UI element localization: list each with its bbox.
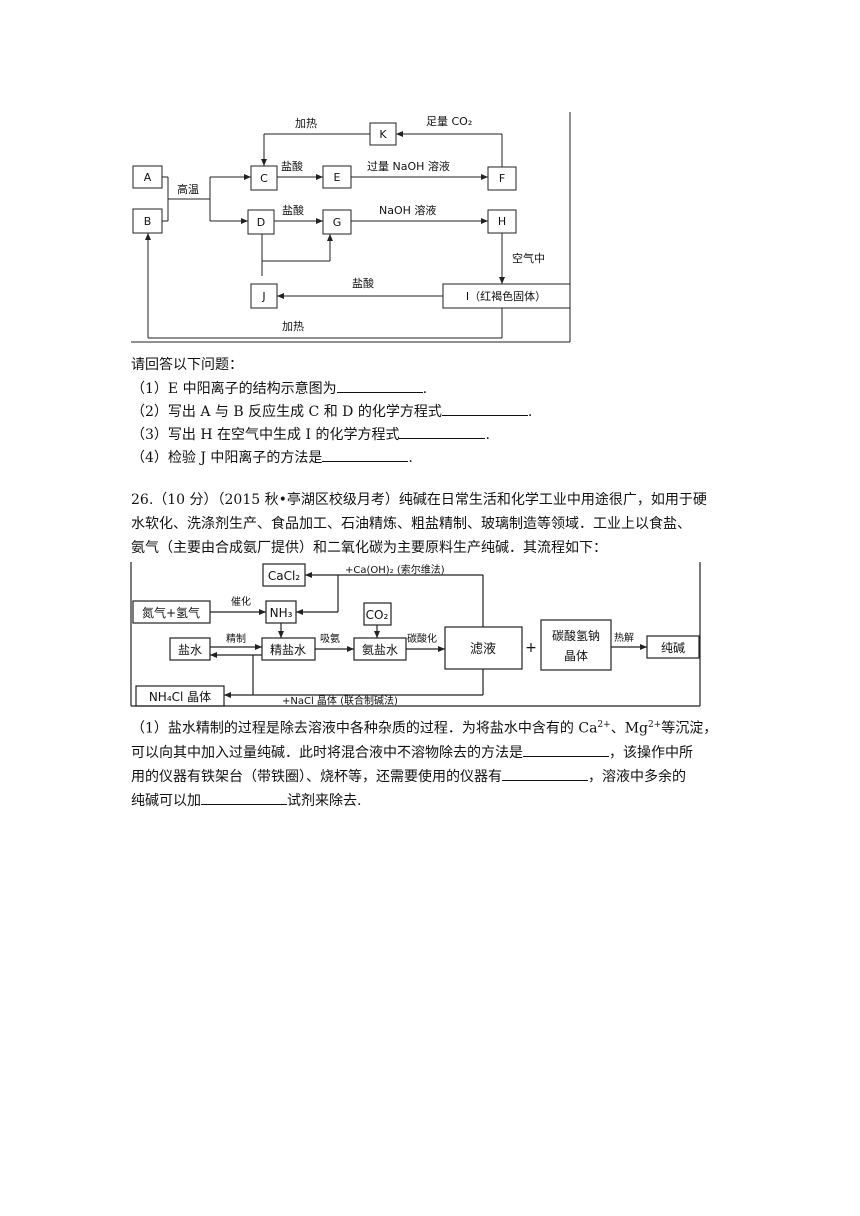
answer-blank[interactable] — [399, 424, 486, 439]
cacl2-label: CaCl₂ — [268, 569, 300, 583]
caoh2-label: +Ca(OH)₂ (索尔维法) — [345, 563, 445, 576]
label-zuliang-co2: 足量 CO₂ — [426, 115, 472, 128]
label-gaowen: 高温 — [177, 182, 199, 196]
box-nahco3 — [540, 619, 612, 671]
q25-intro: 请回答以下问题： — [131, 357, 243, 373]
node-g-label: G — [333, 216, 342, 229]
q25-item-3: （3）写出 H 在空气中生成 I 的化学方程式. — [131, 424, 490, 445]
label-yansuan-c: 盐酸 — [281, 159, 303, 173]
chunjian-label: 纯碱 — [661, 641, 685, 655]
node-d-box — [247, 209, 275, 235]
anyanshui-label: 氨盐水 — [362, 643, 398, 657]
q26-stem: 26.（10 分）（2015 秋•亭湖区校级月考）纯碱在日常生活和化学工业中用途… — [131, 492, 707, 556]
label-guoliang-naoh: 过量 NaOH 溶液 — [367, 159, 450, 173]
answer-blank[interactable] — [201, 790, 287, 805]
lvye-label: 滤液 — [470, 642, 496, 657]
node-g-box — [322, 209, 352, 235]
nahco3-label-1: 碳酸氢钠 — [552, 628, 600, 643]
label-jiare-top: 加热 — [295, 117, 317, 130]
box-yanshui — [169, 637, 211, 661]
nacl-label: +NaCl 晶体 (联合制碱法) — [282, 694, 398, 707]
tansuanhua-label: 碳酸化 — [407, 632, 437, 645]
answer-blank[interactable] — [502, 766, 588, 781]
node-k-label: K — [379, 128, 387, 141]
rejie-label: 热解 — [614, 631, 634, 644]
soda-process-flow-diagram: CaCl₂ +Ca(OH)₂ (索尔维法) 氮气+氢气 催化 NH₃ CO₂ 盐… — [130, 562, 701, 707]
node-f-label: F — [499, 172, 505, 185]
n2h2-label: 氮气+氢气 — [142, 605, 200, 620]
q25-item-4: （4）检验 J 中阳离子的方法是. — [131, 447, 413, 468]
node-a-label: A — [144, 171, 152, 184]
q25-item-2: （2）写出 A 与 B 反应生成 C 和 D 的化学方程式. — [131, 401, 532, 422]
jingyanshui-label: 精盐水 — [270, 643, 306, 657]
nh3-label: NH₃ — [270, 606, 293, 620]
label-yansuan-d: 盐酸 — [282, 203, 304, 217]
nahco3-label-2: 晶体 — [564, 649, 588, 663]
co2-label: CO₂ — [366, 608, 389, 622]
answer-blank[interactable] — [523, 742, 609, 757]
cuihua-label: 催化 — [231, 595, 251, 608]
plus-sign: + — [525, 640, 537, 656]
node-c-label: C — [260, 172, 268, 185]
jingzhi-label: 精制 — [226, 632, 246, 645]
label-naoh: NaOH 溶液 — [379, 203, 436, 217]
node-h-label: H — [498, 215, 506, 228]
node-e-label: E — [334, 171, 341, 184]
nh4cl-label: NH₄Cl 晶体 — [149, 690, 211, 704]
label-yansuan-i: 盐酸 — [352, 276, 374, 290]
answer-blank[interactable] — [322, 447, 409, 462]
node-d-label: D — [257, 216, 265, 229]
node-j-label: J — [261, 290, 265, 303]
yanshui-label: 盐水 — [178, 643, 202, 657]
label-kongqi: 空气中 — [512, 251, 545, 265]
q26-1: （1）盐水精制的过程是除去溶液中各种杂质的过程．为将盐水中含有的 Ca2+、Mg… — [131, 720, 718, 809]
q25-item-1: （1）E 中阳离子的结构示意图为. — [131, 378, 427, 399]
label-jiare-bottom: 加热 — [282, 320, 304, 333]
node-i-label: I（红褐色固体） — [466, 289, 546, 303]
reaction-flow-diagram: A B C E F K D G H J I（红褐色固体） 高温 加热 足量 CO… — [131, 112, 571, 343]
answer-blank[interactable] — [336, 378, 423, 393]
node-b-label: B — [144, 215, 152, 228]
xian-label: 吸氨 — [320, 632, 340, 645]
answer-blank[interactable] — [441, 401, 528, 416]
